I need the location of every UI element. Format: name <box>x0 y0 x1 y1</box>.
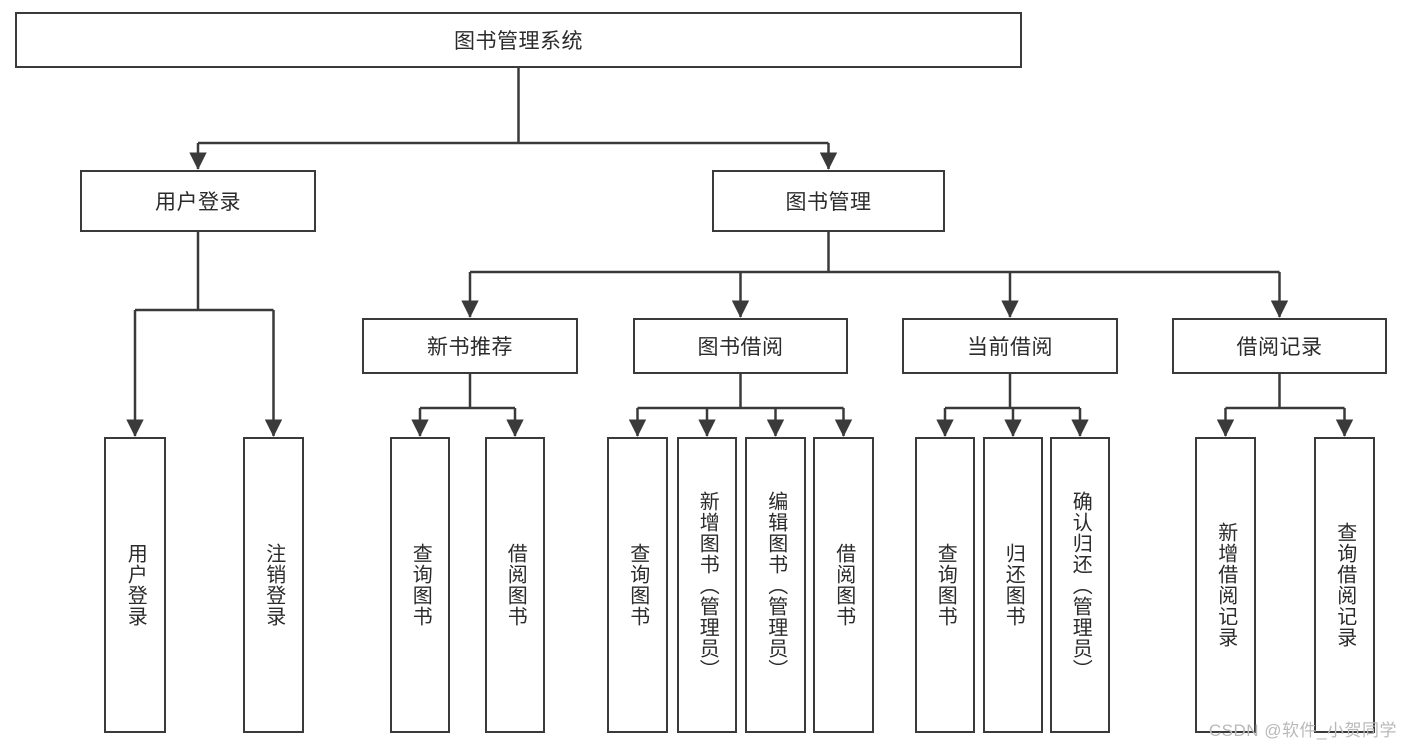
leaf-borrow-edit-book-admin[interactable]: 编辑图书（管理员） <box>745 437 806 733</box>
node-label: 编辑图书（管理员） <box>764 490 787 680</box>
leaf-borrow-query-books[interactable]: 查询图书 <box>607 437 668 733</box>
node-current-borrowing[interactable]: 当前借阅 <box>902 318 1118 374</box>
node-root-book-management-system[interactable]: 图书管理系统 <box>15 12 1022 68</box>
node-label: 图书管理 <box>785 191 872 214</box>
node-borrowing-records[interactable]: 借阅记录 <box>1172 318 1387 374</box>
node-new-book-recommendation[interactable]: 新书推荐 <box>362 318 578 374</box>
node-label: 新增借阅记录 <box>1214 522 1237 648</box>
node-label: 当前借阅 <box>967 336 1053 359</box>
node-label: 确认归还（管理员） <box>1069 490 1092 680</box>
node-label: 图书借阅 <box>697 336 784 359</box>
leaf-record-add-borrow-record[interactable]: 新增借阅记录 <box>1195 437 1256 733</box>
node-label: 图书管理系统 <box>454 30 583 53</box>
leaf-current-return-books[interactable]: 归还图书 <box>983 437 1043 733</box>
node-label: 查询图书 <box>934 543 957 627</box>
leaf-user-logout[interactable]: 注销登录 <box>243 437 304 733</box>
leaf-borrow-add-book-admin[interactable]: 新增图书（管理员） <box>677 437 737 733</box>
node-label: 借阅记录 <box>1236 336 1323 359</box>
node-label: 借阅图书 <box>832 543 855 627</box>
node-label: 查询图书 <box>409 543 432 627</box>
leaf-current-query-books[interactable]: 查询图书 <box>915 437 975 733</box>
leaf-user-login[interactable]: 用户登录 <box>104 437 166 733</box>
edges <box>126 68 1354 437</box>
node-label: 归还图书 <box>1002 543 1025 627</box>
node-label: 查询图书 <box>626 543 649 627</box>
node-label: 借阅图书 <box>504 543 527 627</box>
leaf-borrow-borrow-books[interactable]: 借阅图书 <box>813 437 874 733</box>
node-label: 查询借阅记录 <box>1333 522 1356 648</box>
node-book-management[interactable]: 图书管理 <box>712 170 945 232</box>
node-label: 新增图书（管理员） <box>696 490 719 680</box>
node-label: 用户登录 <box>124 543 147 627</box>
leaf-newbook-query-books[interactable]: 查询图书 <box>390 437 450 733</box>
leaf-newbook-borrow-books[interactable]: 借阅图书 <box>485 437 545 733</box>
leaf-current-confirm-return-admin[interactable]: 确认归还（管理员） <box>1050 437 1110 733</box>
node-user-login[interactable]: 用户登录 <box>80 170 316 232</box>
node-book-borrowing[interactable]: 图书借阅 <box>633 318 848 374</box>
node-label: 新书推荐 <box>427 336 513 359</box>
node-label: 注销登录 <box>262 543 285 627</box>
leaf-record-query-borrow-record[interactable]: 查询借阅记录 <box>1314 437 1375 733</box>
node-label: 用户登录 <box>155 191 241 214</box>
